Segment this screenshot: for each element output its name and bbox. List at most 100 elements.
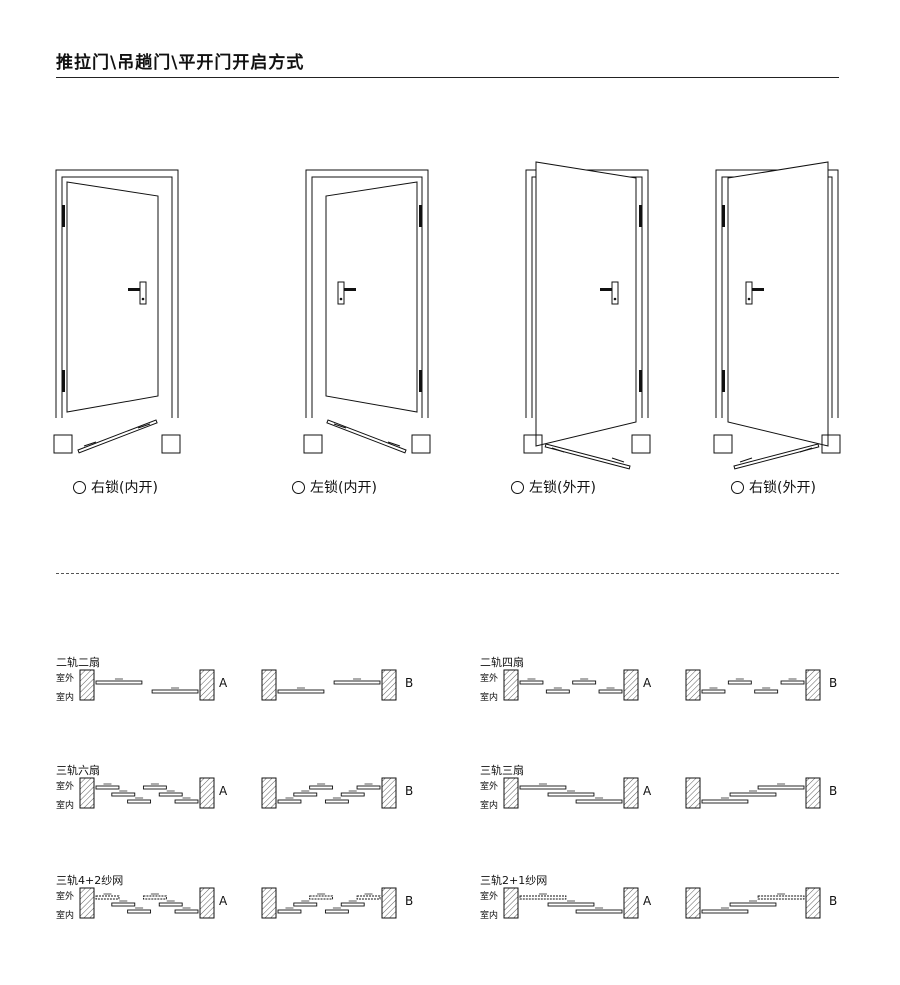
wall-hatch <box>79 887 95 919</box>
sliding-panel <box>727 680 752 685</box>
handle-lever <box>600 288 612 291</box>
sliding-panel <box>111 792 136 797</box>
door-frame-outer <box>305 169 429 418</box>
page-title: 推拉门\吊趟门\平开门开启方式 <box>56 53 305 73</box>
radio-circle-icon[interactable] <box>73 480 86 494</box>
sliding-system-5: 三轨4+2纱网 室外 室内 A B <box>56 872 436 942</box>
plan-mark <box>611 457 625 463</box>
radio-circle-icon[interactable] <box>292 480 305 494</box>
sliding-panel <box>701 799 749 804</box>
plan-mark <box>83 441 97 447</box>
wall-hatch <box>685 669 701 701</box>
sliding-panel <box>142 785 167 790</box>
wall-hatch <box>199 777 215 809</box>
sliding-system-title: 三轨4+2纱网 <box>56 874 124 887</box>
sliding-panel <box>277 909 302 914</box>
plan-mark <box>387 441 401 447</box>
sliding-panel <box>598 689 623 694</box>
variant-a-label: A <box>643 784 652 798</box>
plan-door-leaf <box>733 443 820 470</box>
sliding-panel <box>519 785 567 790</box>
wall-hatch <box>685 777 701 809</box>
sliding-system-title: 三轨2+1纱网 <box>480 874 548 887</box>
hinge-icon <box>639 370 642 392</box>
keyhole <box>339 297 343 301</box>
door-caption-3: 左锁(外开) <box>511 477 596 497</box>
screen-panel <box>356 895 381 900</box>
sliding-system-title: 三轨三扇 <box>480 764 524 777</box>
variant-a-label: A <box>643 676 652 690</box>
indoor-label: 室内 <box>480 911 499 921</box>
sliding-panel <box>729 902 777 907</box>
handle-plate <box>745 281 753 305</box>
hinge-icon <box>639 205 642 227</box>
sliding-panel <box>729 792 777 797</box>
sliding-plan-drawing <box>79 887 397 919</box>
sliding-system-3: 三轨六扇 室外 室内 A B <box>56 762 436 832</box>
door-caption-1: 右锁(内开) <box>73 477 158 497</box>
sliding-panel <box>757 785 805 790</box>
sliding-panel <box>95 680 143 685</box>
door-group <box>713 161 841 470</box>
sliding-panel <box>324 799 349 804</box>
plan-door-leaf <box>544 443 631 470</box>
door-caption-text: 左锁(内开) <box>310 480 377 496</box>
sliding-plan-drawing <box>503 669 821 701</box>
sliding-panel <box>111 902 136 907</box>
door-handle-icon <box>128 281 147 305</box>
wall-block-right <box>161 434 181 454</box>
indoor-label: 室内 <box>56 801 75 811</box>
sliding-panel <box>158 902 183 907</box>
wall-hatch <box>503 887 519 919</box>
sliding-panel <box>547 902 595 907</box>
variant-a-label: A <box>219 676 228 690</box>
wall-hatch <box>503 777 519 809</box>
door-caption-text: 右锁(外开) <box>749 480 816 496</box>
plan-mark <box>551 447 565 453</box>
wall-hatch <box>623 669 639 701</box>
plan-mark <box>137 423 151 429</box>
sliding-panel <box>277 689 325 694</box>
sliding-panel <box>333 680 381 685</box>
sliding-panel <box>277 799 302 804</box>
title-underline <box>56 77 839 78</box>
wall-hatch <box>261 669 277 701</box>
keyhole <box>141 297 145 301</box>
indoor-label: 室内 <box>480 693 499 703</box>
sliding-panel <box>545 689 570 694</box>
door-drawing <box>713 161 841 470</box>
sliding-system-4: 三轨三扇 室外 室内 A B <box>480 762 860 832</box>
sliding-plan-drawing <box>503 887 821 919</box>
screen-panel <box>757 895 805 900</box>
indoor-label: 室内 <box>480 801 499 811</box>
sliding-system-1: 二轨二扇 室外 室内 A B <box>56 654 436 724</box>
door-drawing <box>303 169 431 454</box>
radio-circle-icon[interactable] <box>511 480 524 494</box>
keyhole <box>613 297 617 301</box>
door-leaf <box>727 161 829 447</box>
wall-hatch <box>381 777 397 809</box>
sliding-panel <box>575 909 623 914</box>
sliding-plan-drawing <box>503 777 821 809</box>
section-divider <box>56 573 839 574</box>
sliding-system-title: 三轨六扇 <box>56 764 100 777</box>
radio-circle-icon[interactable] <box>731 480 744 494</box>
keyhole <box>747 297 751 301</box>
sliding-panel <box>174 799 199 804</box>
handle-plate <box>337 281 345 305</box>
sliding-panel <box>356 785 381 790</box>
wall-block-right <box>523 434 543 454</box>
screen-panel <box>519 895 567 900</box>
sliding-panel <box>151 689 199 694</box>
wall-block-left <box>631 434 651 454</box>
door-handle-icon <box>600 281 619 305</box>
sliding-panel <box>547 792 595 797</box>
plan-mark <box>333 423 347 429</box>
sliding-panel <box>309 785 334 790</box>
sliding-system-title: 二轨二扇 <box>56 656 100 669</box>
door-group <box>303 169 431 454</box>
wall-hatch <box>261 777 277 809</box>
wall-hatch <box>503 669 519 701</box>
hinge-icon <box>419 370 422 392</box>
outdoor-label: 室外 <box>480 674 499 684</box>
